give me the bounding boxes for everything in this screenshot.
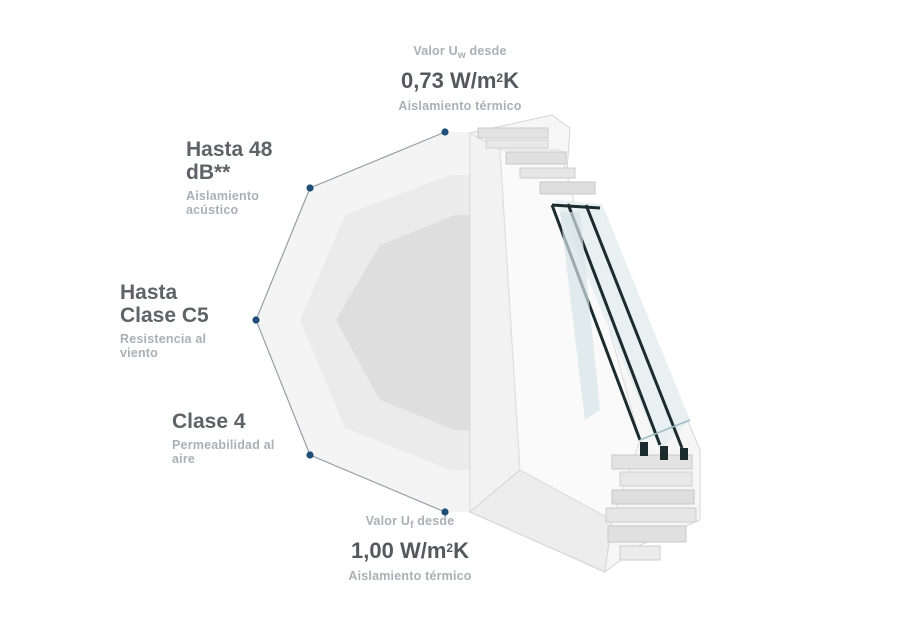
air-caption: Permeabilidad al aire [172, 438, 275, 466]
thermal-frame-caption: Aislamiento térmico [348, 569, 472, 583]
dot-thermal-window [441, 128, 449, 136]
wind-value: Hasta Clase C5 [120, 281, 209, 327]
label-air: Clase 4 Permeabilidad al aire [172, 410, 302, 466]
label-acoustic: Hasta 48 dB** Aislamiento acústico [186, 138, 316, 217]
window-profile-image [469, 114, 701, 573]
ring-inner [336, 215, 470, 430]
wind-caption: Resistencia al viento [120, 332, 207, 360]
thermal-window-prefix-line: Valor Uw desde [413, 44, 507, 61]
acoustic-value: Hasta 48 dB** [186, 138, 273, 184]
acoustic-caption: Aislamiento acústico [186, 189, 260, 217]
thermal-frame-value: 1,00 W/m2K [351, 538, 469, 563]
thermal-window-caption: Aislamiento térmico [398, 99, 522, 113]
dot-thermal-frame [441, 508, 449, 516]
thermal-frame-prefix-line: Valor Uf desde [365, 514, 455, 531]
dot-wind [252, 316, 260, 324]
dot-air [306, 451, 314, 459]
thermal-window-value: 0,73 W/m2K [401, 68, 519, 93]
label-thermal-frame: Valor Uf desde 1,00 W/m2K Aislamiento té… [320, 514, 500, 583]
air-value: Clase 4 [172, 410, 246, 433]
dot-acoustic [306, 184, 314, 192]
label-thermal-window: Valor Uw desde 0,73 W/m2K Aislamiento té… [370, 44, 550, 113]
label-wind: Hasta Clase C5 Resistencia al viento [120, 281, 250, 360]
